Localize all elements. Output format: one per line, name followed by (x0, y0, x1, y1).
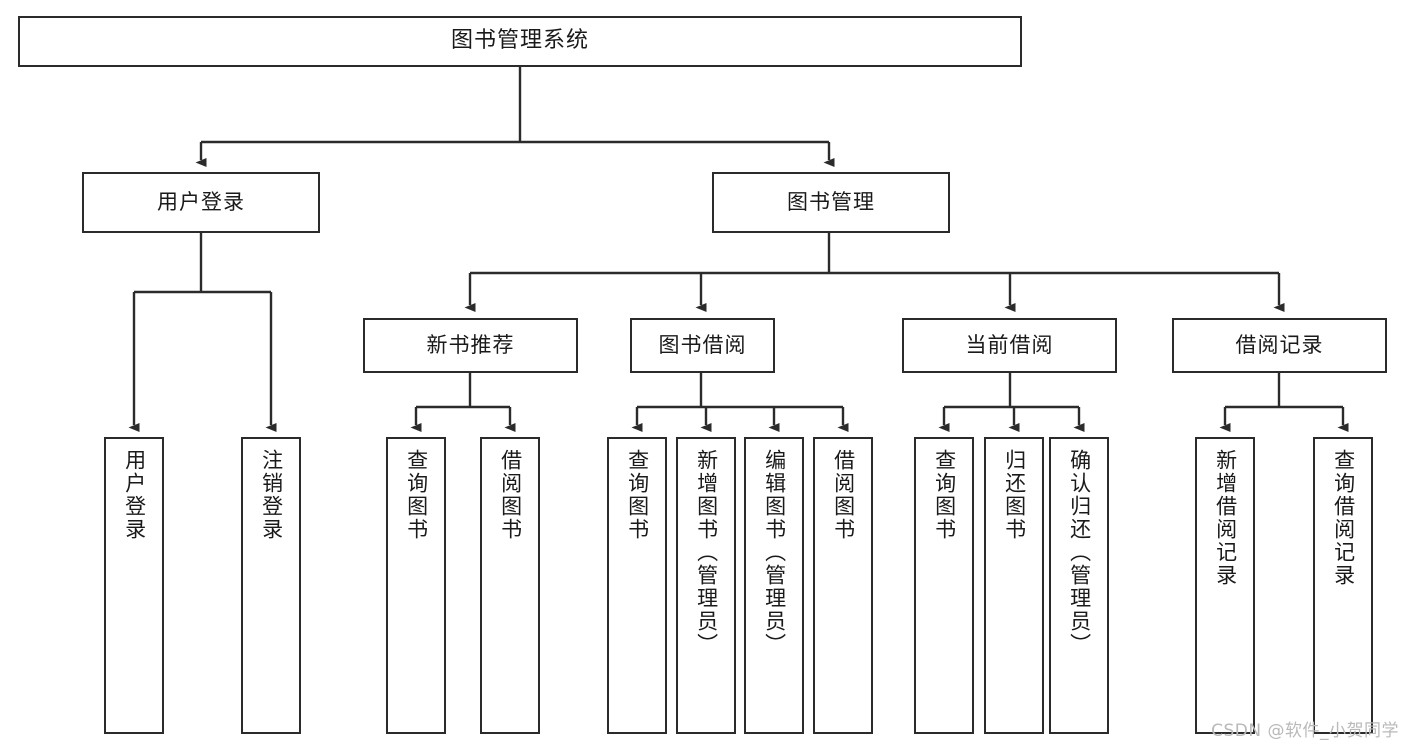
leaf-borrow-book[interactable]: 借阅图书 (813, 437, 873, 734)
node-label: 确认归还（管理员） (1067, 449, 1092, 656)
node-label: 新增图书（管理员） (694, 449, 719, 656)
node-book-borrow[interactable]: 图书借阅 (630, 318, 775, 373)
node-label: 用户登录 (122, 449, 147, 541)
node-label: 图书管理 (787, 189, 875, 214)
node-label: 新书推荐 (426, 332, 515, 357)
node-label: 查询图书 (932, 449, 957, 541)
node-label: 用户登录 (157, 189, 245, 214)
leaf-query-book-current[interactable]: 查询图书 (914, 437, 974, 734)
node-label: 查询图书 (625, 449, 650, 541)
leaf-logout[interactable]: 注销登录 (241, 437, 301, 734)
node-label: 当前借阅 (965, 332, 1054, 357)
leaf-edit-book-admin[interactable]: 编辑图书（管理员） (744, 437, 804, 734)
leaf-user-login[interactable]: 用户登录 (104, 437, 164, 734)
node-current-borrow[interactable]: 当前借阅 (902, 318, 1117, 373)
leaf-borrow-book-recommend[interactable]: 借阅图书 (480, 437, 540, 734)
node-label: 图书管理系统 (450, 28, 589, 54)
node-book-management[interactable]: 图书管理 (712, 172, 950, 233)
leaf-return-book[interactable]: 归还图书 (984, 437, 1044, 734)
node-label: 借阅图书 (498, 449, 523, 541)
node-label: 归还图书 (1002, 449, 1027, 541)
leaf-add-borrow-record[interactable]: 新增借阅记录 (1195, 437, 1255, 734)
node-label: 查询图书 (404, 449, 429, 541)
node-label: 图书借阅 (658, 332, 747, 357)
node-borrow-record[interactable]: 借阅记录 (1172, 318, 1387, 373)
node-label: 借阅图书 (831, 449, 856, 541)
leaf-confirm-return-admin[interactable]: 确认归还（管理员） (1049, 437, 1109, 734)
leaf-add-book-admin[interactable]: 新增图书（管理员） (676, 437, 736, 734)
node-new-book-recommend[interactable]: 新书推荐 (363, 318, 578, 373)
leaf-query-book-borrow[interactable]: 查询图书 (607, 437, 667, 734)
node-label: 借阅记录 (1235, 332, 1324, 357)
node-user-login[interactable]: 用户登录 (82, 172, 320, 233)
node-label: 注销登录 (259, 449, 284, 541)
node-label: 新增借阅记录 (1213, 449, 1238, 587)
node-label: 编辑图书（管理员） (762, 449, 787, 656)
leaf-query-borrow-record[interactable]: 查询借阅记录 (1313, 437, 1373, 734)
node-label: 查询借阅记录 (1331, 449, 1356, 587)
node-root[interactable]: 图书管理系统 (18, 16, 1022, 67)
leaf-query-book-recommend[interactable]: 查询图书 (386, 437, 446, 734)
